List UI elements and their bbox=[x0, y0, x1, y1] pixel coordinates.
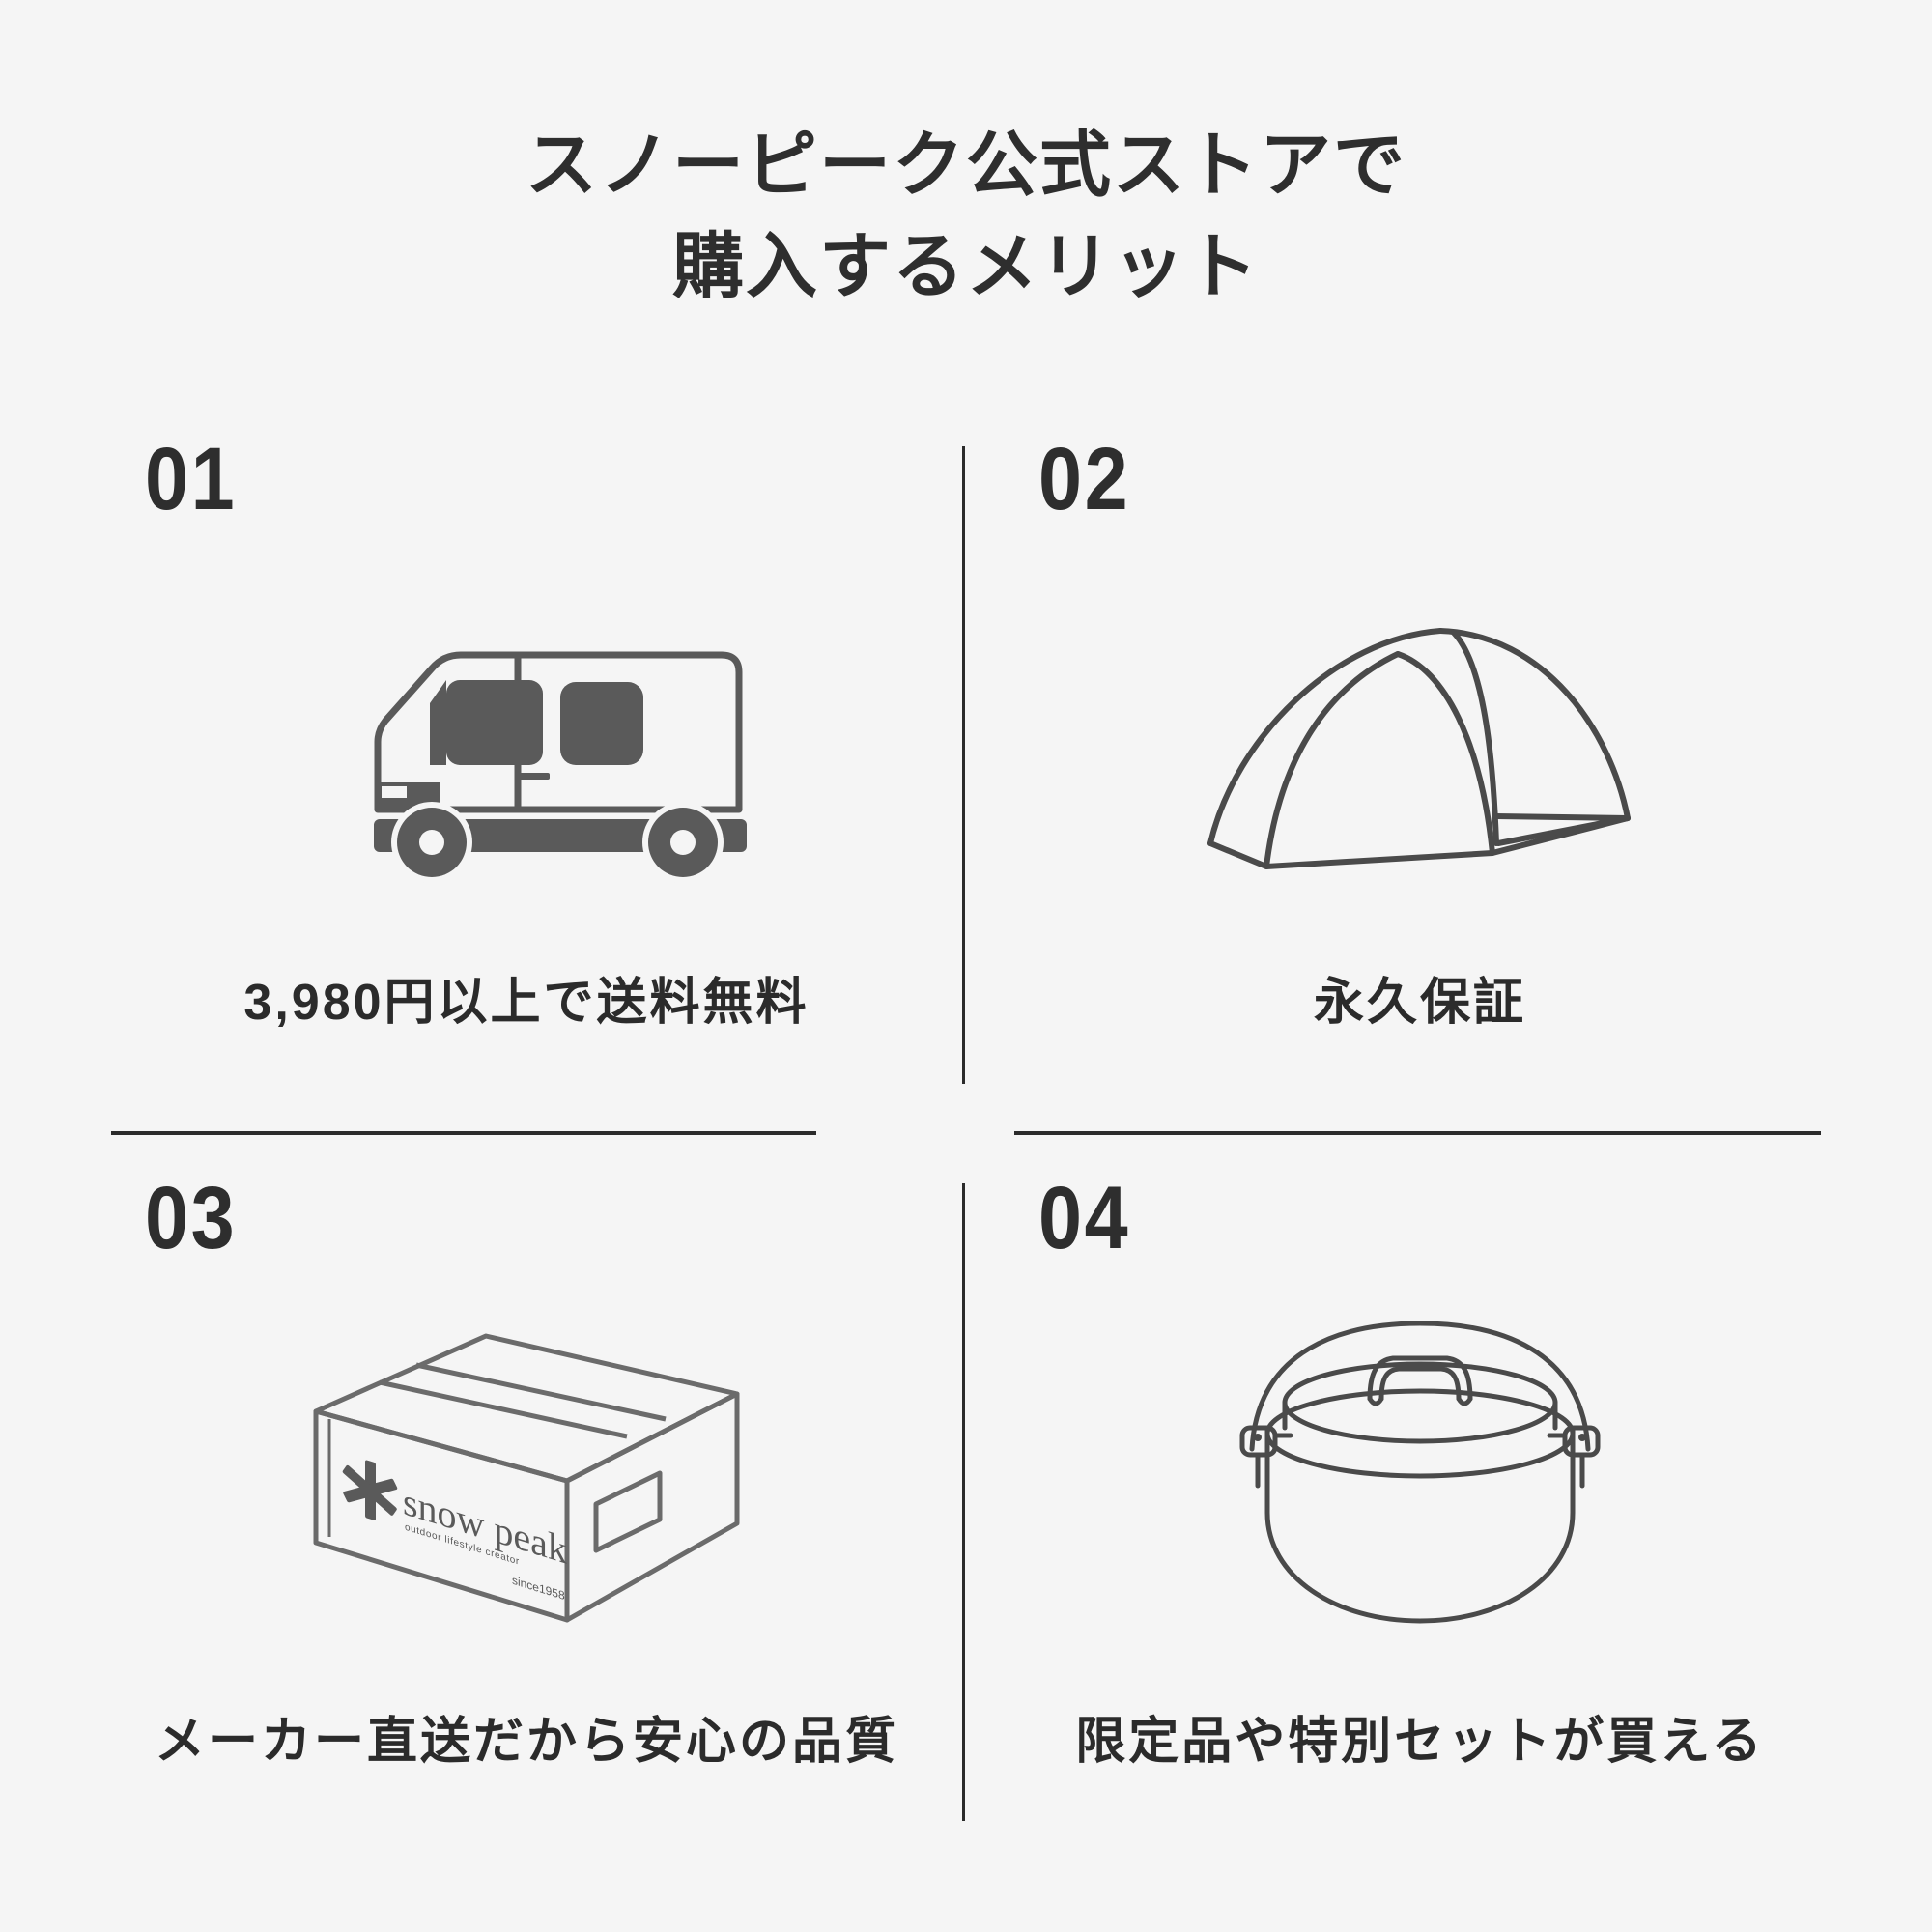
benefit-caption-03: メーカー直送だから安心の品質 bbox=[154, 1714, 898, 1770]
benefit-caption-02: 永久保証 bbox=[1313, 975, 1526, 1031]
benefit-card-03: 03 bbox=[111, 1174, 942, 1850]
box-logo-since: since1958 bbox=[512, 1574, 565, 1603]
horizontal-divider-left bbox=[111, 1131, 816, 1135]
cooking-pot-icon bbox=[1005, 1275, 1835, 1681]
shipping-box-icon: snow peak outdoor lifestyle creator sinc… bbox=[111, 1275, 942, 1681]
benefit-card-01: 01 bbox=[111, 435, 942, 1111]
benefit-caption-04: 限定品や特別セットが買える bbox=[1075, 1714, 1765, 1770]
benefit-number-02: 02 bbox=[1038, 430, 1131, 528]
benefit-number-01: 01 bbox=[145, 430, 238, 528]
benefit-card-04: 04 bbox=[1005, 1174, 1835, 1850]
benefit-card-02: 02 bbox=[1005, 435, 1835, 1111]
page-title-line-2: 購入するメリット bbox=[672, 226, 1260, 307]
vertical-divider-top bbox=[962, 446, 965, 1084]
page-title-line-1: スノーピーク公式ストアで bbox=[526, 125, 1406, 205]
delivery-truck-icon bbox=[111, 536, 942, 942]
page-title: スノーピーク公式ストアで 購入するメリット bbox=[0, 114, 1932, 317]
benefit-number-04: 04 bbox=[1038, 1169, 1131, 1267]
benefit-caption-01: 3,980円以上で送料無料 bbox=[243, 975, 810, 1031]
vertical-divider-bottom bbox=[962, 1183, 965, 1821]
horizontal-divider-right bbox=[1014, 1131, 1821, 1135]
dome-tent-icon bbox=[1005, 536, 1835, 942]
benefits-grid: 01 bbox=[0, 435, 1932, 1884]
box-logo-brand: snow peak bbox=[403, 1480, 567, 1573]
benefit-number-03: 03 bbox=[145, 1169, 238, 1267]
